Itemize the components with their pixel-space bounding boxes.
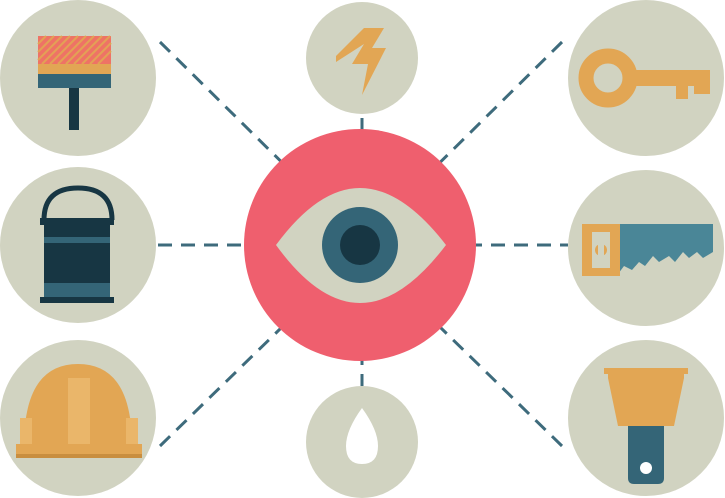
hard-hat-icon [16,364,142,458]
paint-roller-icon [37,35,112,130]
key-badge [568,0,724,156]
key-icon [578,48,710,108]
water-drop-badge [306,386,418,498]
putty-knife-icon [604,368,688,484]
connector-line-bottom-right [402,290,564,448]
connector-line-bottom-left [158,290,320,448]
hard-hat-badge [0,340,156,496]
lightning-bolt-badge [306,2,418,114]
paint-bucket-icon [40,185,115,303]
putty-knife-badge [568,340,724,496]
paint-bucket-badge [0,167,156,323]
eye-icon [276,188,446,303]
lightning-bolt-icon [336,28,386,95]
center-eye-badge [244,129,476,361]
paint-roller-badge [0,0,156,156]
water-drop-icon [346,408,378,464]
hand-saw-icon [582,224,713,276]
hand-saw-badge [568,170,724,326]
